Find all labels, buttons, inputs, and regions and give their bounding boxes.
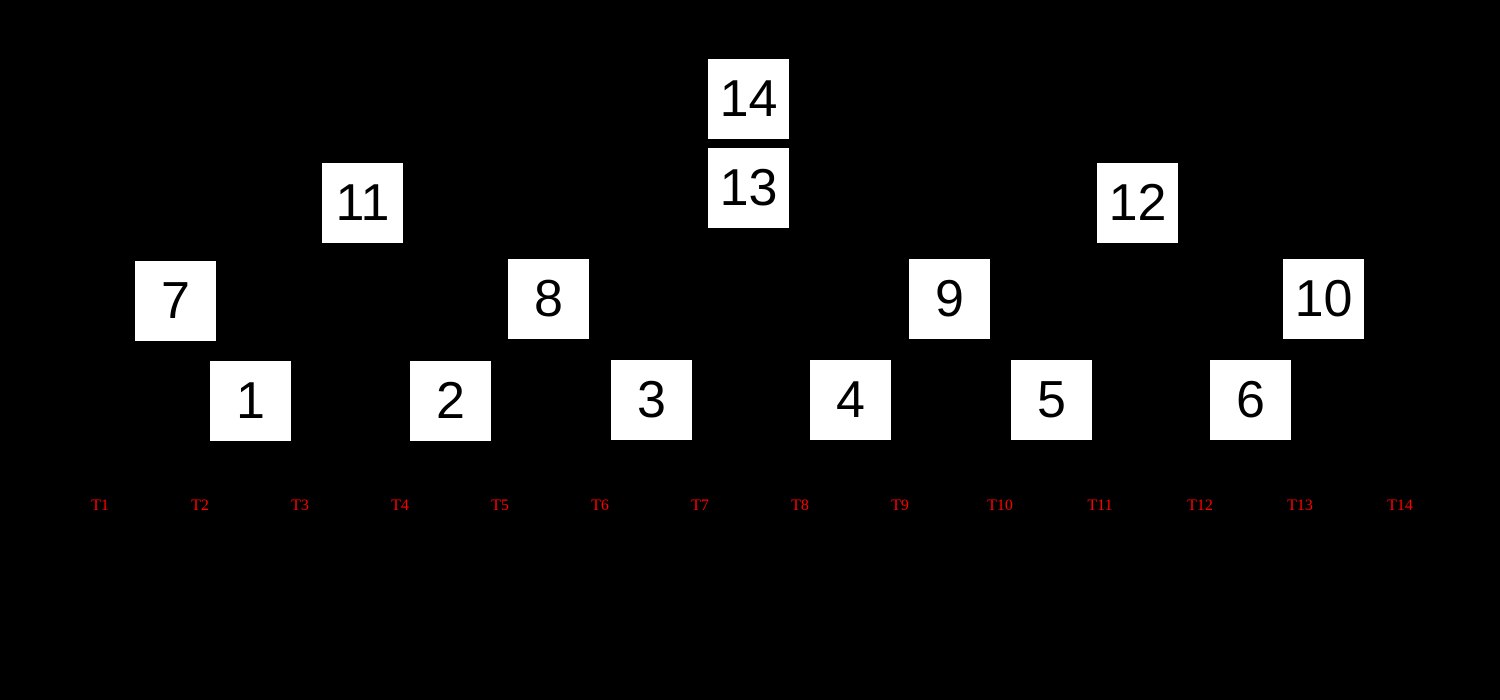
tape-label-t2: T2 <box>191 497 209 514</box>
tree-node-10: 10 <box>1283 259 1364 339</box>
tape-label-t5: T5 <box>491 497 509 514</box>
tape-label-t14: T14 <box>1387 497 1413 514</box>
tree-node-4: 4 <box>810 360 891 440</box>
tree-node-13: 13 <box>708 148 789 228</box>
tree-node-9: 9 <box>909 259 990 339</box>
tree-node-12: 12 <box>1097 163 1178 243</box>
tape-label-t13: T13 <box>1287 497 1313 514</box>
tree-node-14: 14 <box>708 59 789 139</box>
tree-node-3: 3 <box>611 360 692 440</box>
tape-label-t1: T1 <box>91 497 109 514</box>
tape-label-t9: T9 <box>891 497 909 514</box>
tape-label-t4: T4 <box>391 497 409 514</box>
tape-label-t11: T11 <box>1087 497 1113 514</box>
tape-label-t7: T7 <box>691 497 709 514</box>
tape-label-t3: T3 <box>291 497 309 514</box>
tree-node-7: 7 <box>135 261 216 341</box>
tape-label-t12: T12 <box>1187 497 1213 514</box>
tree-node-6: 6 <box>1210 360 1291 440</box>
tape-label-t8: T8 <box>791 497 809 514</box>
tree-node-2: 2 <box>410 361 491 441</box>
tape-label-t6: T6 <box>591 497 609 514</box>
tape-label-t10: T10 <box>987 497 1013 514</box>
tree-node-11: 11 <box>322 163 403 243</box>
tree-node-1: 1 <box>210 361 291 441</box>
tree-node-8: 8 <box>508 259 589 339</box>
tree-node-5: 5 <box>1011 360 1092 440</box>
